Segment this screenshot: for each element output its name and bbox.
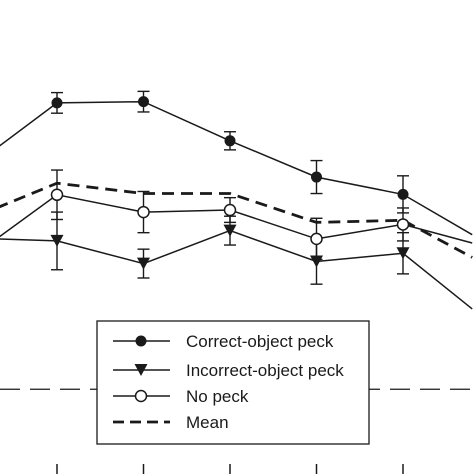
data-point-filled-circle xyxy=(224,135,236,147)
legend-marker-filled-circle xyxy=(135,335,147,347)
legend-entry-incorrect-object-peck: Incorrect-object peck xyxy=(113,361,344,380)
data-point-triangle-down xyxy=(310,255,323,268)
data-point-open-circle xyxy=(310,232,323,246)
legend-entry-correct-object-peck: Correct-object peck xyxy=(113,332,334,351)
data-point-filled-circle xyxy=(397,188,409,200)
plot-area xyxy=(0,90,474,474)
legend-label: Incorrect-object peck xyxy=(186,361,344,380)
series-line-incorrect-object-peck xyxy=(0,229,473,310)
legend-label: No peck xyxy=(186,387,249,406)
data-point-filled-circle xyxy=(51,97,63,109)
legend: Correct-object peck Incorrect-object pec… xyxy=(96,320,370,445)
data-point-open-circle xyxy=(223,203,237,217)
data-point-triangle-down xyxy=(50,234,64,247)
data-point-filled-circle xyxy=(311,171,322,183)
data-point-open-circle xyxy=(396,218,410,231)
legend-label: Mean xyxy=(186,413,229,432)
series-line-correct-object-peck xyxy=(0,100,473,236)
legend-marker-open-circle xyxy=(134,389,148,403)
legend-entry-mean: Mean xyxy=(113,413,229,432)
legend-label: Correct-object peck xyxy=(186,332,334,351)
legend-marker-triangle-down xyxy=(134,364,148,376)
data-point-triangle-down xyxy=(137,257,150,270)
data-point-open-circle xyxy=(50,188,64,202)
data-point-filled-circle xyxy=(138,96,149,108)
data-point-open-circle xyxy=(137,205,150,219)
legend-entry-no-peck: No peck xyxy=(113,387,249,406)
data-point-triangle-down xyxy=(223,224,237,237)
data-point-triangle-down xyxy=(396,247,410,260)
